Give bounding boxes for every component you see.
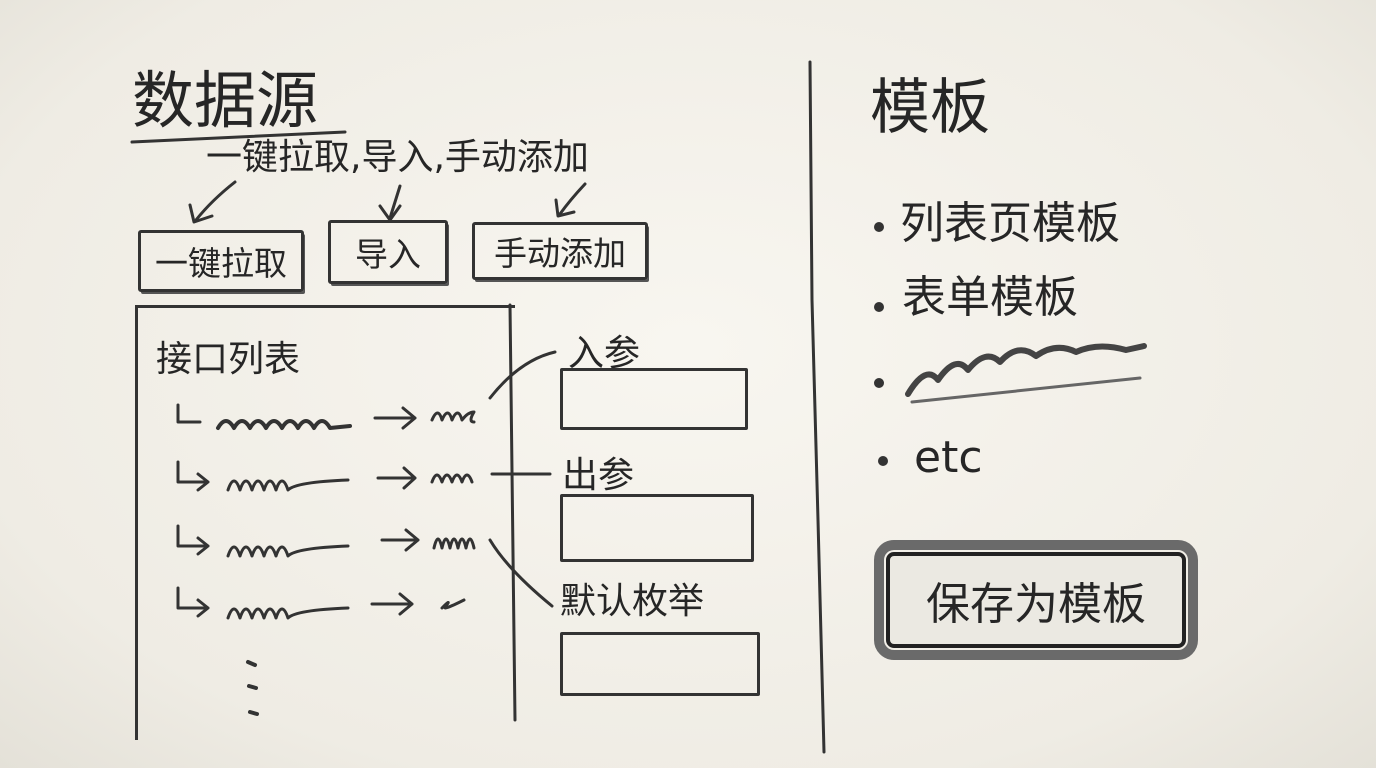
- input-param-label: 入参: [568, 333, 641, 374]
- output-param-field[interactable]: [560, 494, 754, 562]
- output-param-label: 出参: [562, 455, 635, 496]
- input-param-field[interactable]: [560, 368, 748, 430]
- template-scribble: [905, 343, 1147, 397]
- api-list-item[interactable]: [215, 528, 395, 558]
- row4-arrow: [370, 592, 414, 616]
- template-item-list-page[interactable]: 列表页模板: [900, 198, 1120, 249]
- row1-scribble: [216, 419, 352, 430]
- datasource-title: 数据源: [132, 64, 319, 137]
- row3-connector: [488, 538, 554, 608]
- row2-arrow: [376, 466, 417, 490]
- bullet-dot: [874, 222, 884, 232]
- row4-corner: [176, 586, 210, 618]
- arrow-to-pull: [194, 180, 237, 222]
- row3-arrow: [380, 528, 420, 552]
- template-item-form[interactable]: 表单模板: [902, 272, 1078, 323]
- templates-title: 模板: [870, 73, 990, 143]
- save-as-template-button[interactable]: 保存为模板: [874, 540, 1198, 660]
- row1-arrow: [373, 406, 417, 430]
- ellipsis-dot-3: [248, 710, 259, 716]
- ellipsis-dot-1: [246, 660, 257, 667]
- api-list-item[interactable]: [215, 464, 395, 494]
- row4-scribble: [226, 606, 350, 620]
- row2-corner: [176, 460, 210, 492]
- arrow-to-manual-head: [554, 198, 576, 218]
- bullet-dot: [878, 456, 888, 466]
- section-divider: [808, 60, 826, 754]
- title-underline: [130, 130, 347, 144]
- ellipsis-dot-2: [247, 684, 258, 690]
- datasource-subtitle: 一键拉取,导入,手动添加: [206, 137, 589, 178]
- row3-scribble2: [432, 537, 476, 550]
- api-list-item[interactable]: [215, 404, 395, 434]
- api-list-item[interactable]: [215, 590, 395, 620]
- default-enum-field[interactable]: [560, 632, 760, 696]
- arrow-to-import: [388, 184, 402, 220]
- row2-scribble2: [430, 473, 474, 484]
- api-list-panel: [135, 305, 515, 740]
- row1-scribble2: [430, 410, 476, 424]
- row1-corner: [176, 403, 202, 424]
- arrow-to-manual: [558, 182, 587, 216]
- pull-button[interactable]: 一键拉取: [138, 230, 304, 292]
- bullet-dot: [874, 302, 884, 312]
- import-button[interactable]: 导入: [328, 220, 448, 284]
- row1-connector: [488, 350, 557, 400]
- row3-scribble: [226, 544, 350, 558]
- row3-corner: [176, 524, 210, 556]
- arrow-to-pull-head: [188, 203, 214, 224]
- row4-scribble2: [440, 598, 466, 610]
- row2-scribble: [226, 478, 350, 492]
- manual-add-button[interactable]: 手动添加: [472, 222, 648, 280]
- template-scribble-shade: [910, 376, 1142, 404]
- bullet-dot: [874, 378, 884, 388]
- api-list-title: 接口列表: [156, 339, 301, 380]
- default-enum-label: 默认枚举: [560, 581, 705, 622]
- template-item-etc: etc: [914, 432, 983, 483]
